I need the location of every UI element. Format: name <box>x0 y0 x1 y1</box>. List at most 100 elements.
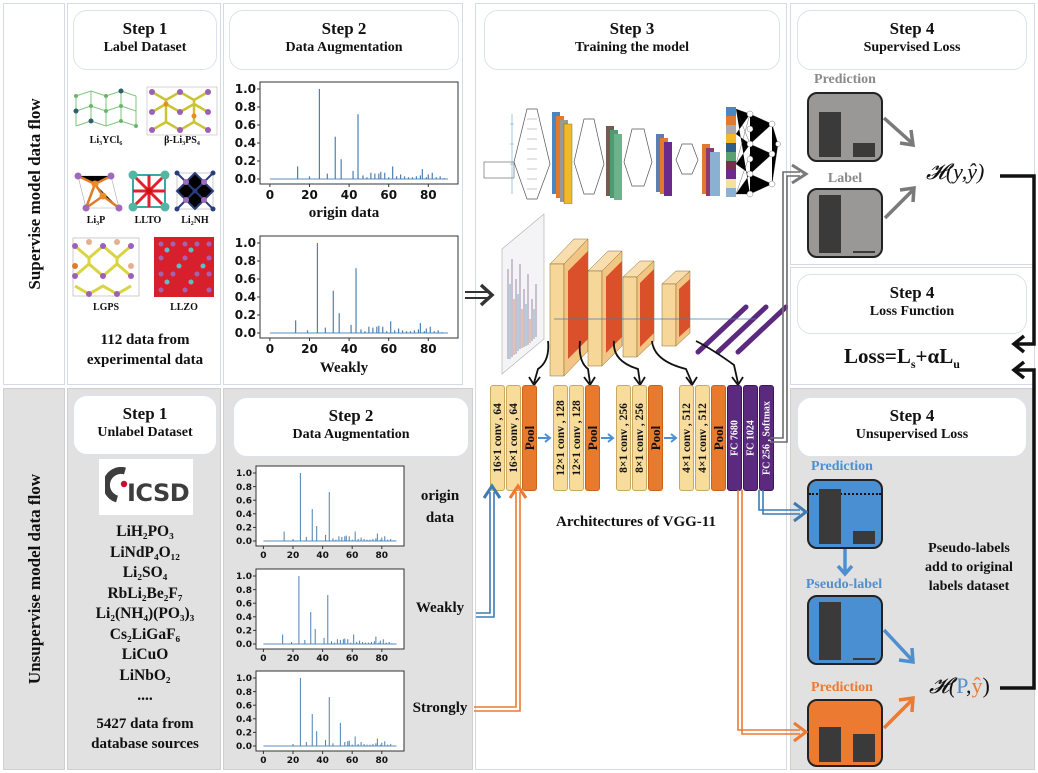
y-tick-label: 0.6 <box>236 599 252 609</box>
sup-step1-panel: Step 1 Label Dataset Li₃YCl₆ β-Li₃PS₄ Li… <box>67 3 221 385</box>
step-title: Label Dataset <box>103 40 187 55</box>
unsup-step4-header: Step 4 Unsupervised Loss <box>797 397 1027 457</box>
step3-panel: Step 3 Training the model <box>475 3 788 770</box>
vgg-block-label: 12×1 conv , 128 <box>570 400 583 476</box>
probability-bar <box>853 657 875 660</box>
unsupervised-row-label-panel: Unsupervise model data flow <box>3 388 65 770</box>
step-number: Step 4 <box>889 283 935 302</box>
material-label: Li₃P <box>86 215 106 226</box>
y-tick-label: 0.4 <box>235 290 256 304</box>
summary-line-2: database sources <box>91 736 199 752</box>
probability-bar <box>853 250 875 253</box>
material-label: β-Li₃PS₄ <box>164 135 200 146</box>
vgg-block-label: Pool <box>647 425 663 451</box>
x-tick-label: 60 <box>346 551 359 561</box>
vgg-block-conv: 4×1 conv , 512 <box>695 385 710 491</box>
sup-step2-header: Step 2 Data Augmentation <box>229 10 459 70</box>
supervised-row-label-panel: Supervise model data flow <box>3 3 65 385</box>
y-tick-label: 0.6 <box>235 272 256 286</box>
vgg-block-label: 8×1 conv , 256 <box>617 403 630 473</box>
formula-sub: s <box>910 357 916 372</box>
flow-arrow-icon <box>538 433 552 443</box>
x-tick-label: 60 <box>380 342 397 356</box>
compound-item: LiNbO₂ <box>119 666 171 684</box>
y-tick-label: 0.0 <box>236 640 252 650</box>
x-tick-label: 80 <box>376 654 389 664</box>
unsupervised-row-label: Unsupervise model data flow <box>25 473 44 685</box>
step-number: Step 1 <box>122 404 168 423</box>
y-tick-label: 0.6 <box>236 701 252 711</box>
y-tick-label: 0.2 <box>236 627 252 637</box>
formula-sub: u <box>953 357 960 372</box>
material-label: Li₂NH <box>181 215 209 226</box>
y-tick-label: 0.8 <box>235 100 256 114</box>
vgg-block-label: FC 7680 <box>729 420 740 456</box>
compound-item: .... <box>137 687 153 704</box>
compound-item: LiCuO <box>121 646 169 663</box>
vgg-block-pool: Pool <box>522 385 537 491</box>
step4-loss-function-header: Step 4 Loss Function <box>797 274 1027 334</box>
y-tick-label: 0.4 <box>236 510 252 520</box>
pseudo-label-arrow-icon <box>836 549 854 577</box>
strong-prediction-box <box>807 699 883 767</box>
y-tick-label: 1.0 <box>235 82 256 96</box>
y-tick-label: 1.0 <box>235 236 256 250</box>
icsd-logo-mark-icon <box>105 467 128 503</box>
vgg-block-fc: FC 256 , Softmax <box>759 385 774 491</box>
vgg-block-conv: 16×1 conv , 64 <box>506 385 521 491</box>
x-tick-label: 0 <box>260 756 266 766</box>
material-label: LLZO <box>170 302 198 313</box>
formula-yhat: ŷ <box>971 673 983 698</box>
x-tick-label: 20 <box>301 188 318 202</box>
x-tick-label: 20 <box>301 342 318 356</box>
x-tick-label: 20 <box>287 551 300 561</box>
step-title: Data Augmentation <box>292 427 410 442</box>
crystal-llzo-image <box>154 237 214 297</box>
y-tick-label: 0.4 <box>235 136 256 150</box>
x-tick-label: 40 <box>316 654 329 664</box>
weak-prediction-box <box>807 479 883 549</box>
y-tick-label: 0.0 <box>235 172 256 186</box>
step-number: Step 2 <box>328 406 374 425</box>
step-title: Unlabel Dataset <box>97 425 193 440</box>
vgg-block-label: FC 256 , Softmax <box>761 401 772 475</box>
compound-item: LiH₂PO₃ <box>116 523 174 540</box>
crystal-li3p-image <box>74 172 123 212</box>
unsup-step1-header: Step 1 Unlabel Dataset <box>73 395 217 455</box>
supervised-label-box <box>807 188 883 258</box>
vgg-block-label: 16×1 conv , 64 <box>507 403 520 473</box>
x-tick-label: 80 <box>376 756 389 766</box>
step-title: Training the model <box>574 40 690 55</box>
x-tick-label: 0 <box>266 342 274 356</box>
pseudo-label-box <box>807 595 883 665</box>
weak-prediction-label: Prediction <box>811 459 873 474</box>
probability-bar <box>819 602 841 660</box>
chart-caption: origin data <box>406 485 474 529</box>
material-label: LGPS <box>92 302 120 313</box>
vgg-block-label: Pool <box>521 425 537 451</box>
y-tick-label: 0.4 <box>236 715 252 725</box>
vgg-block-pool: Pool <box>711 385 726 491</box>
vgg-3d-diagram <box>501 213 788 377</box>
step-number: Step 2 <box>321 19 367 38</box>
y-tick-label: 1.0 <box>236 572 252 582</box>
compound-item: LiNdP₄O₁₂ <box>110 543 180 561</box>
strong-prediction-label: Prediction <box>811 680 873 695</box>
formula-part: ) <box>982 673 990 698</box>
y-tick-label: 1.0 <box>236 469 252 479</box>
x-tick-label: 0 <box>266 188 274 202</box>
probability-bar <box>853 734 875 762</box>
unsup-step4-panel: Step 4 Unsupervised Loss Prediction Pseu… <box>790 388 1035 770</box>
probability-bar <box>853 142 875 157</box>
plot-area <box>259 235 459 339</box>
vgg-block-label: 8×1 conv , 256 <box>633 403 646 473</box>
plot-area <box>255 568 405 650</box>
y-tick-label: 0.2 <box>235 154 256 168</box>
formula-part: , <box>965 673 972 698</box>
crystal-llto-image <box>128 170 170 212</box>
